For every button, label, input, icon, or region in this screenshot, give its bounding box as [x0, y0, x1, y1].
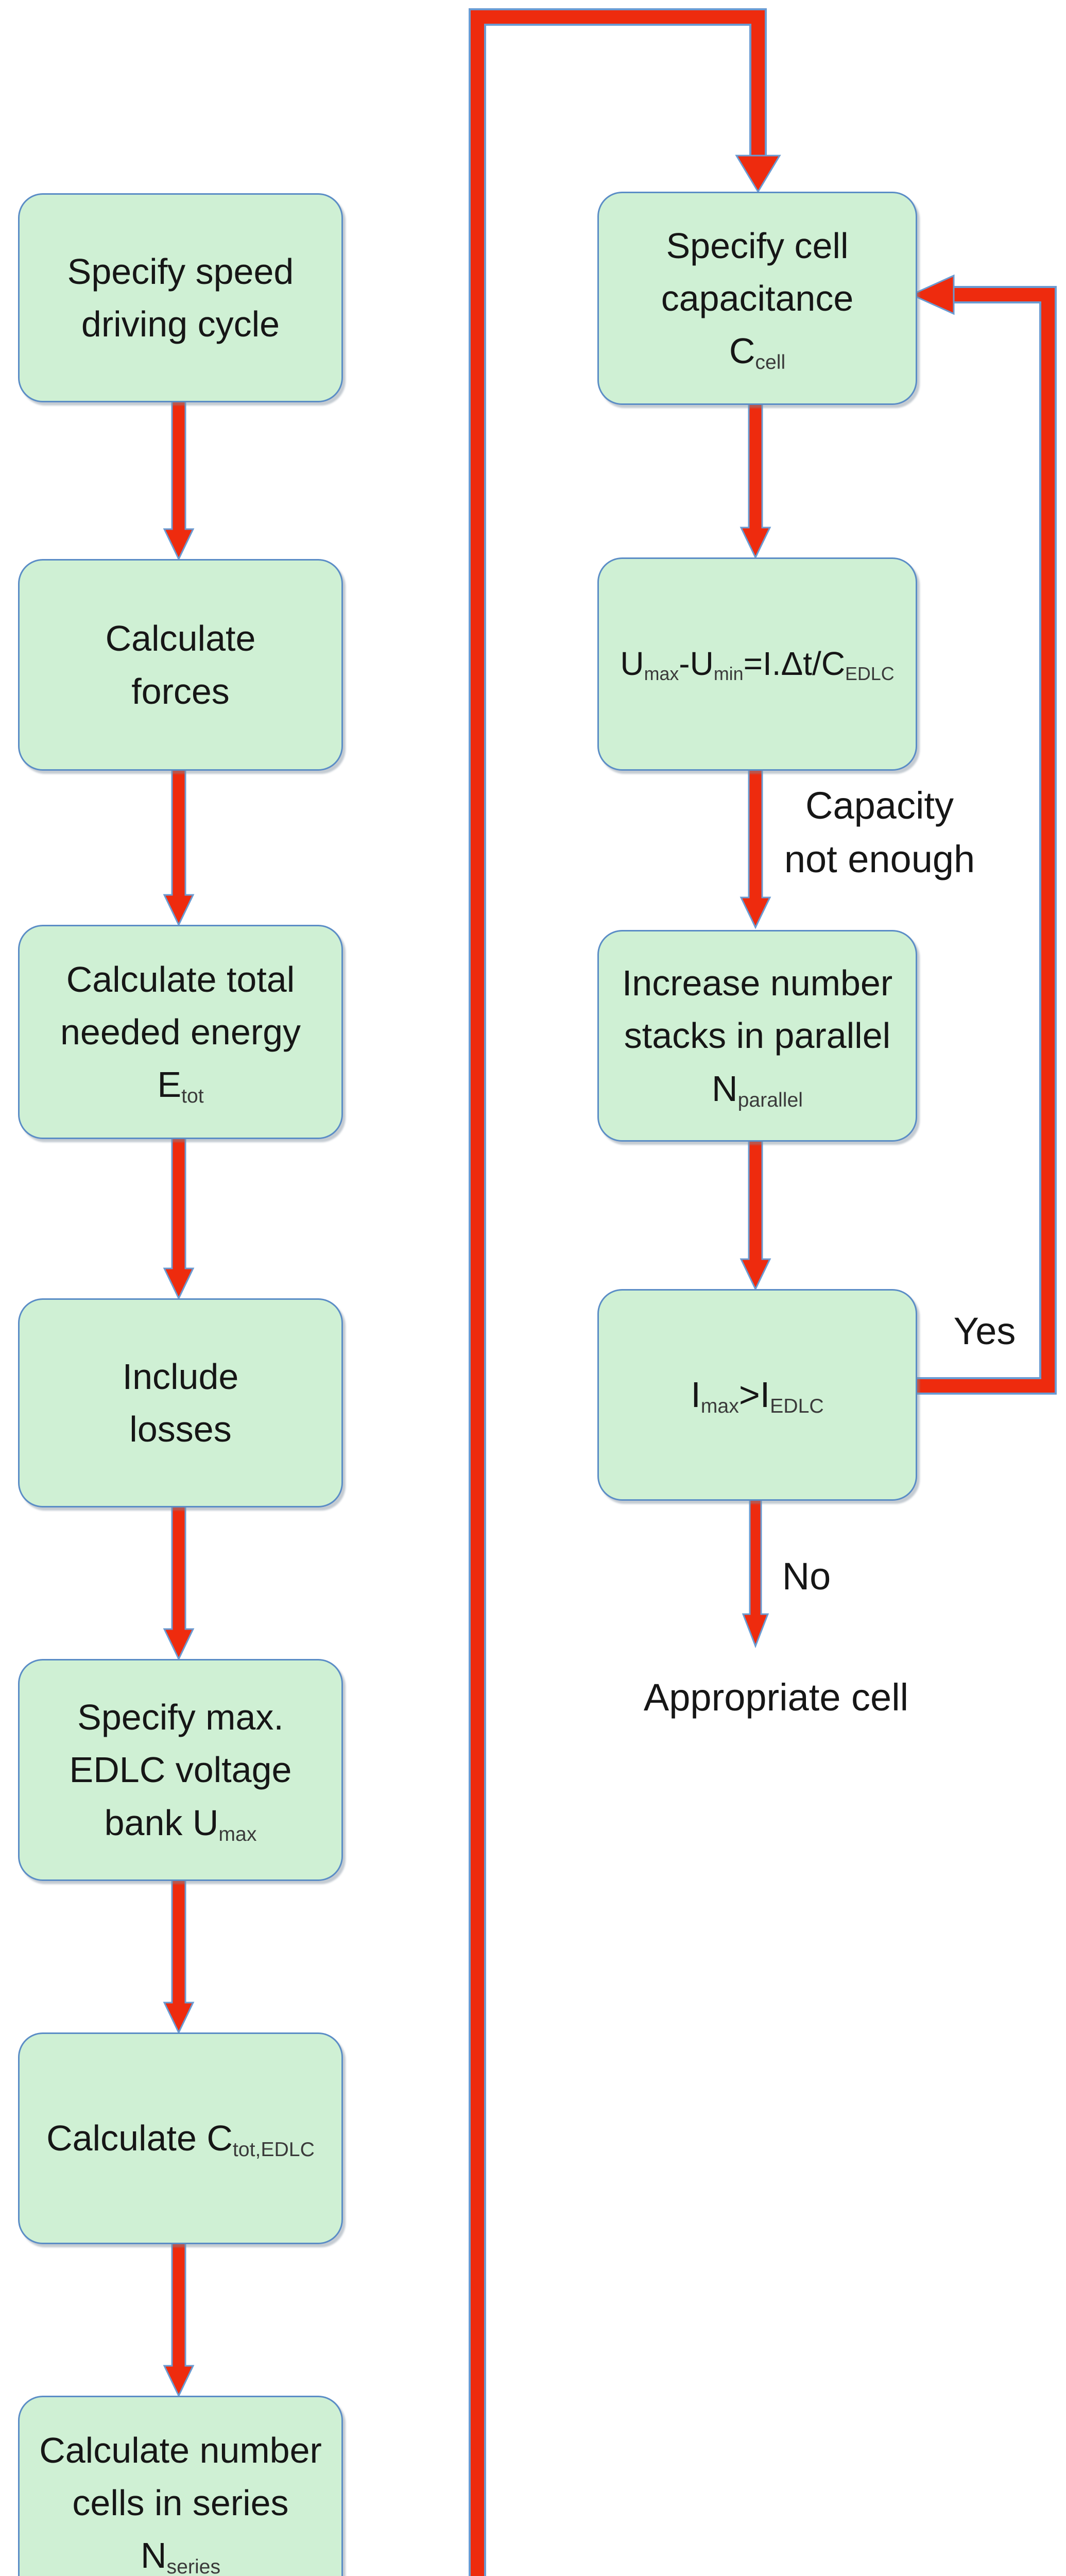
arrow-r2-r3-capacity-not-enough — [740, 767, 771, 929]
arrow-b3-b4 — [163, 1135, 195, 1300]
node-text-subscript: EDLC — [845, 664, 895, 685]
node-specify-max-edlc-voltage-bank: Specify max. EDLC voltage bank Umax — [18, 1659, 343, 1881]
node-text: driving cycle — [81, 304, 280, 344]
label-capacity-not-enough: Capacity not enough — [784, 784, 975, 880]
node-text-subscript: tot,EDLC — [232, 2139, 315, 2161]
node-text: U — [620, 645, 644, 683]
node-text: Calculate — [105, 618, 256, 659]
node-text-subscript: EDLC — [770, 1395, 824, 1418]
loop-yes-pipe — [915, 288, 1055, 1393]
arrow-b5-b6 — [163, 1877, 195, 2035]
arrow-r3-r4 — [740, 1138, 771, 1291]
node-voltage-drop-equation: Umax-Umin=I.Δt/CEDLC — [597, 557, 917, 771]
arrow-r1-r2 — [740, 401, 771, 560]
node-include-losses: Include losses — [18, 1298, 343, 1507]
node-text: stacks in parallel — [624, 1015, 891, 1056]
node-text: cells in series — [72, 2482, 289, 2523]
arrow-b4-b5 — [163, 1503, 195, 1661]
label-appropriate-cell: Appropriate cell — [643, 1676, 909, 1719]
node-text: -U — [679, 645, 714, 683]
node-text: >I — [738, 1375, 770, 1415]
node-text-subscript: min — [713, 664, 744, 685]
node-text: Increase number — [622, 963, 893, 1004]
node-text: C — [729, 331, 755, 371]
node-text: needed energy — [60, 1011, 301, 1052]
node-text: bank U — [104, 1802, 219, 1843]
node-text: Specify max. — [77, 1697, 284, 1738]
node-text: N — [712, 1068, 738, 1109]
node-text: =I.Δt/C — [743, 645, 846, 683]
arrow-b2-b3 — [163, 767, 195, 927]
label-no: No — [782, 1555, 831, 1598]
node-text: N — [140, 2535, 167, 2576]
node-specify-speed-driving-cycle: Specify speed driving cycle — [18, 193, 343, 402]
node-text: Calculate number — [39, 2430, 322, 2470]
node-calculate-forces: Calculate forces — [18, 559, 343, 771]
node-current-check: Imax>IEDLC — [597, 1289, 917, 1501]
node-text-subscript: series — [166, 2556, 221, 2576]
label-yes: Yes — [953, 1310, 1016, 1352]
node-text: capacitance — [661, 278, 854, 318]
node-calculate-total-capacitance: Calculate Ctot,EDLC — [18, 2032, 343, 2244]
node-text-subscript: max — [644, 664, 679, 685]
node-text-subscript: max — [218, 1823, 257, 1845]
node-text: Specify speed — [67, 251, 294, 292]
loop-yes-arrowhead-into-r1 — [909, 274, 955, 315]
node-text: Include — [122, 1356, 239, 1397]
node-text: Calculate total — [66, 959, 295, 999]
node-text: I — [691, 1375, 701, 1415]
arrow-b6-b7 — [163, 2240, 195, 2398]
node-text: E — [157, 1064, 182, 1105]
node-text-subscript: cell — [755, 351, 786, 374]
node-text-subscript: tot — [181, 1085, 204, 1108]
node-text: losses — [129, 1409, 232, 1449]
arrow-r4-result-no — [742, 1497, 769, 1649]
node-text: forces — [131, 671, 230, 711]
node-text: EDLC voltage — [69, 1750, 292, 1790]
loop-arrowhead-into-r1 — [735, 155, 781, 193]
node-text: Calculate C — [46, 2118, 233, 2159]
node-text-subscript: max — [700, 1395, 739, 1418]
node-text-subscript: parallel — [737, 1089, 803, 1111]
node-text: Specify cell — [666, 225, 849, 266]
loop-left-pipe — [471, 10, 765, 2576]
arrow-b1-b2 — [163, 398, 195, 561]
